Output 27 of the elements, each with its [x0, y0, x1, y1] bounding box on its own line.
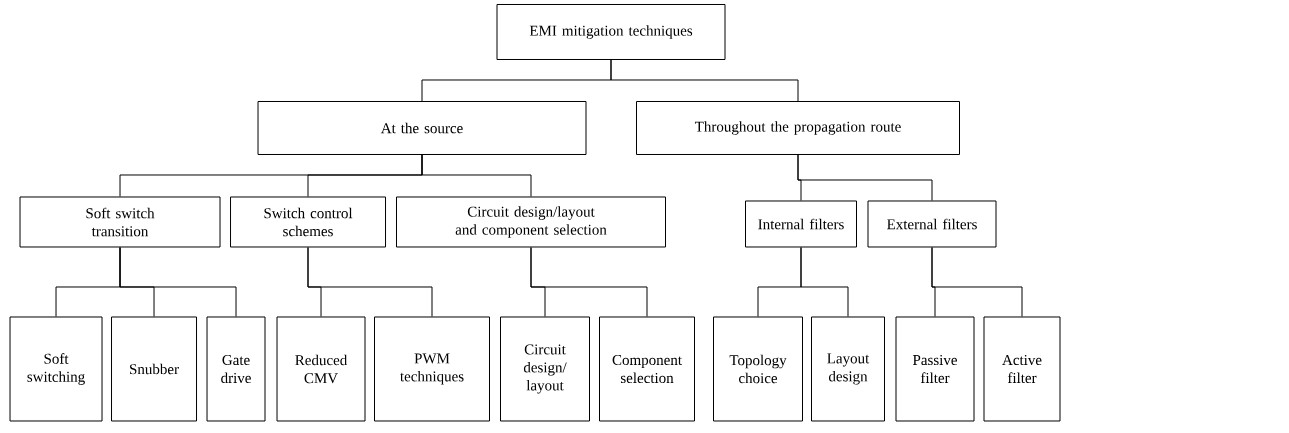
- tree-box: Component selection: [599, 316, 695, 422]
- tree-box: Gate drive: [206, 316, 266, 422]
- tree-box: EMI mitigation techniques: [496, 4, 726, 60]
- tree-box: Soft switch transition: [19, 196, 221, 248]
- tree-box: PWM techniques: [374, 316, 490, 422]
- connector-line: [931, 247, 1023, 317]
- tree-box: Active filter: [983, 316, 1061, 422]
- connector-line: [610, 59, 799, 102]
- connector-line: [421, 154, 532, 197]
- connector-line: [307, 247, 433, 317]
- tree-box: Layout design: [811, 316, 885, 422]
- connector-line: [797, 154, 933, 201]
- tree-box: Snubber: [111, 316, 197, 422]
- tree-box: Passive filter: [895, 316, 975, 422]
- tree-box: At the source: [257, 101, 587, 155]
- tree-box: Switch control schemes: [230, 196, 386, 248]
- connector-line: [800, 247, 849, 317]
- tree-box: Circuit design/ layout: [500, 316, 590, 422]
- tree-box: Reduced CMV: [276, 316, 366, 422]
- tree-box: Soft switching: [9, 316, 103, 422]
- connector-line: [119, 247, 237, 317]
- tree-box: Circuit design/layout and component selection: [396, 196, 666, 248]
- tree-box: Internal filters: [745, 200, 857, 248]
- tree-box: Topology choice: [713, 316, 803, 422]
- tree-box: External filters: [867, 200, 997, 248]
- connector-line: [530, 247, 648, 317]
- tree-box: Throughout the propagation route: [636, 101, 960, 155]
